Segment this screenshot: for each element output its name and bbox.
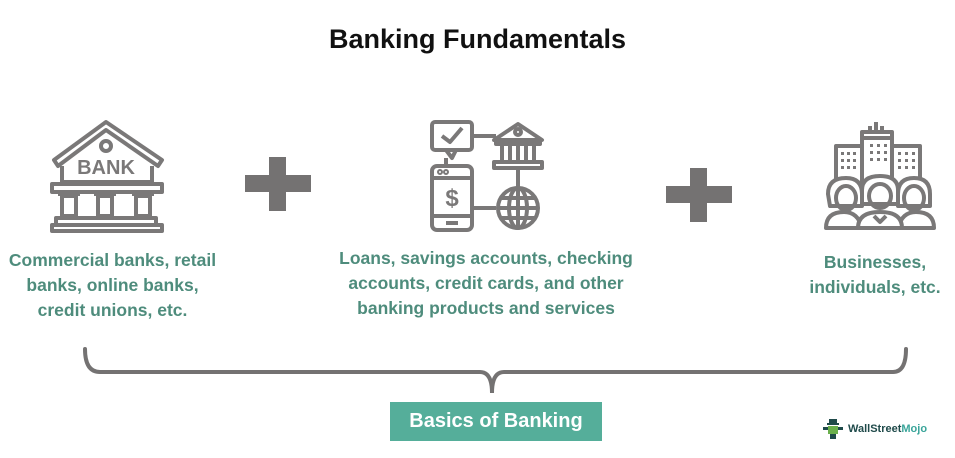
plus-icon xyxy=(666,168,732,222)
plus-icon xyxy=(245,157,311,211)
caption-line: credit unions, etc. xyxy=(37,300,188,320)
mascot-icon xyxy=(823,419,843,439)
caption-customers: Businesses, individuals, etc. xyxy=(790,250,955,300)
caption-products: Loans, savings accounts, checking accoun… xyxy=(330,246,642,321)
bank-building-icon: BANK xyxy=(50,120,164,233)
brand-part2: Mojo xyxy=(901,423,928,435)
caption-line: Businesses, xyxy=(823,252,927,272)
page-title: Banking Fundamentals xyxy=(328,24,627,54)
caption-line: Commercial banks, retail xyxy=(8,250,217,270)
banking-services-icon: $ xyxy=(430,120,544,232)
svg-text:BANK: BANK xyxy=(77,157,135,179)
caption-institutions: Commercial banks, retail banks, online b… xyxy=(0,248,225,323)
caption-line: banks, online banks, xyxy=(26,275,199,295)
caption-line: banking products and services xyxy=(357,298,615,318)
svg-text:$: $ xyxy=(445,185,459,212)
customers-icon xyxy=(824,122,936,230)
caption-line: individuals, etc. xyxy=(809,277,941,297)
brand-logo: WallStreetMojo xyxy=(822,418,927,440)
caption-line: accounts, credit cards, and other xyxy=(348,273,624,293)
caption-line: Loans, savings accounts, checking xyxy=(339,248,633,268)
brand-part1: WallStreet xyxy=(848,423,902,435)
result-label-box: Basics of Banking xyxy=(390,402,602,441)
